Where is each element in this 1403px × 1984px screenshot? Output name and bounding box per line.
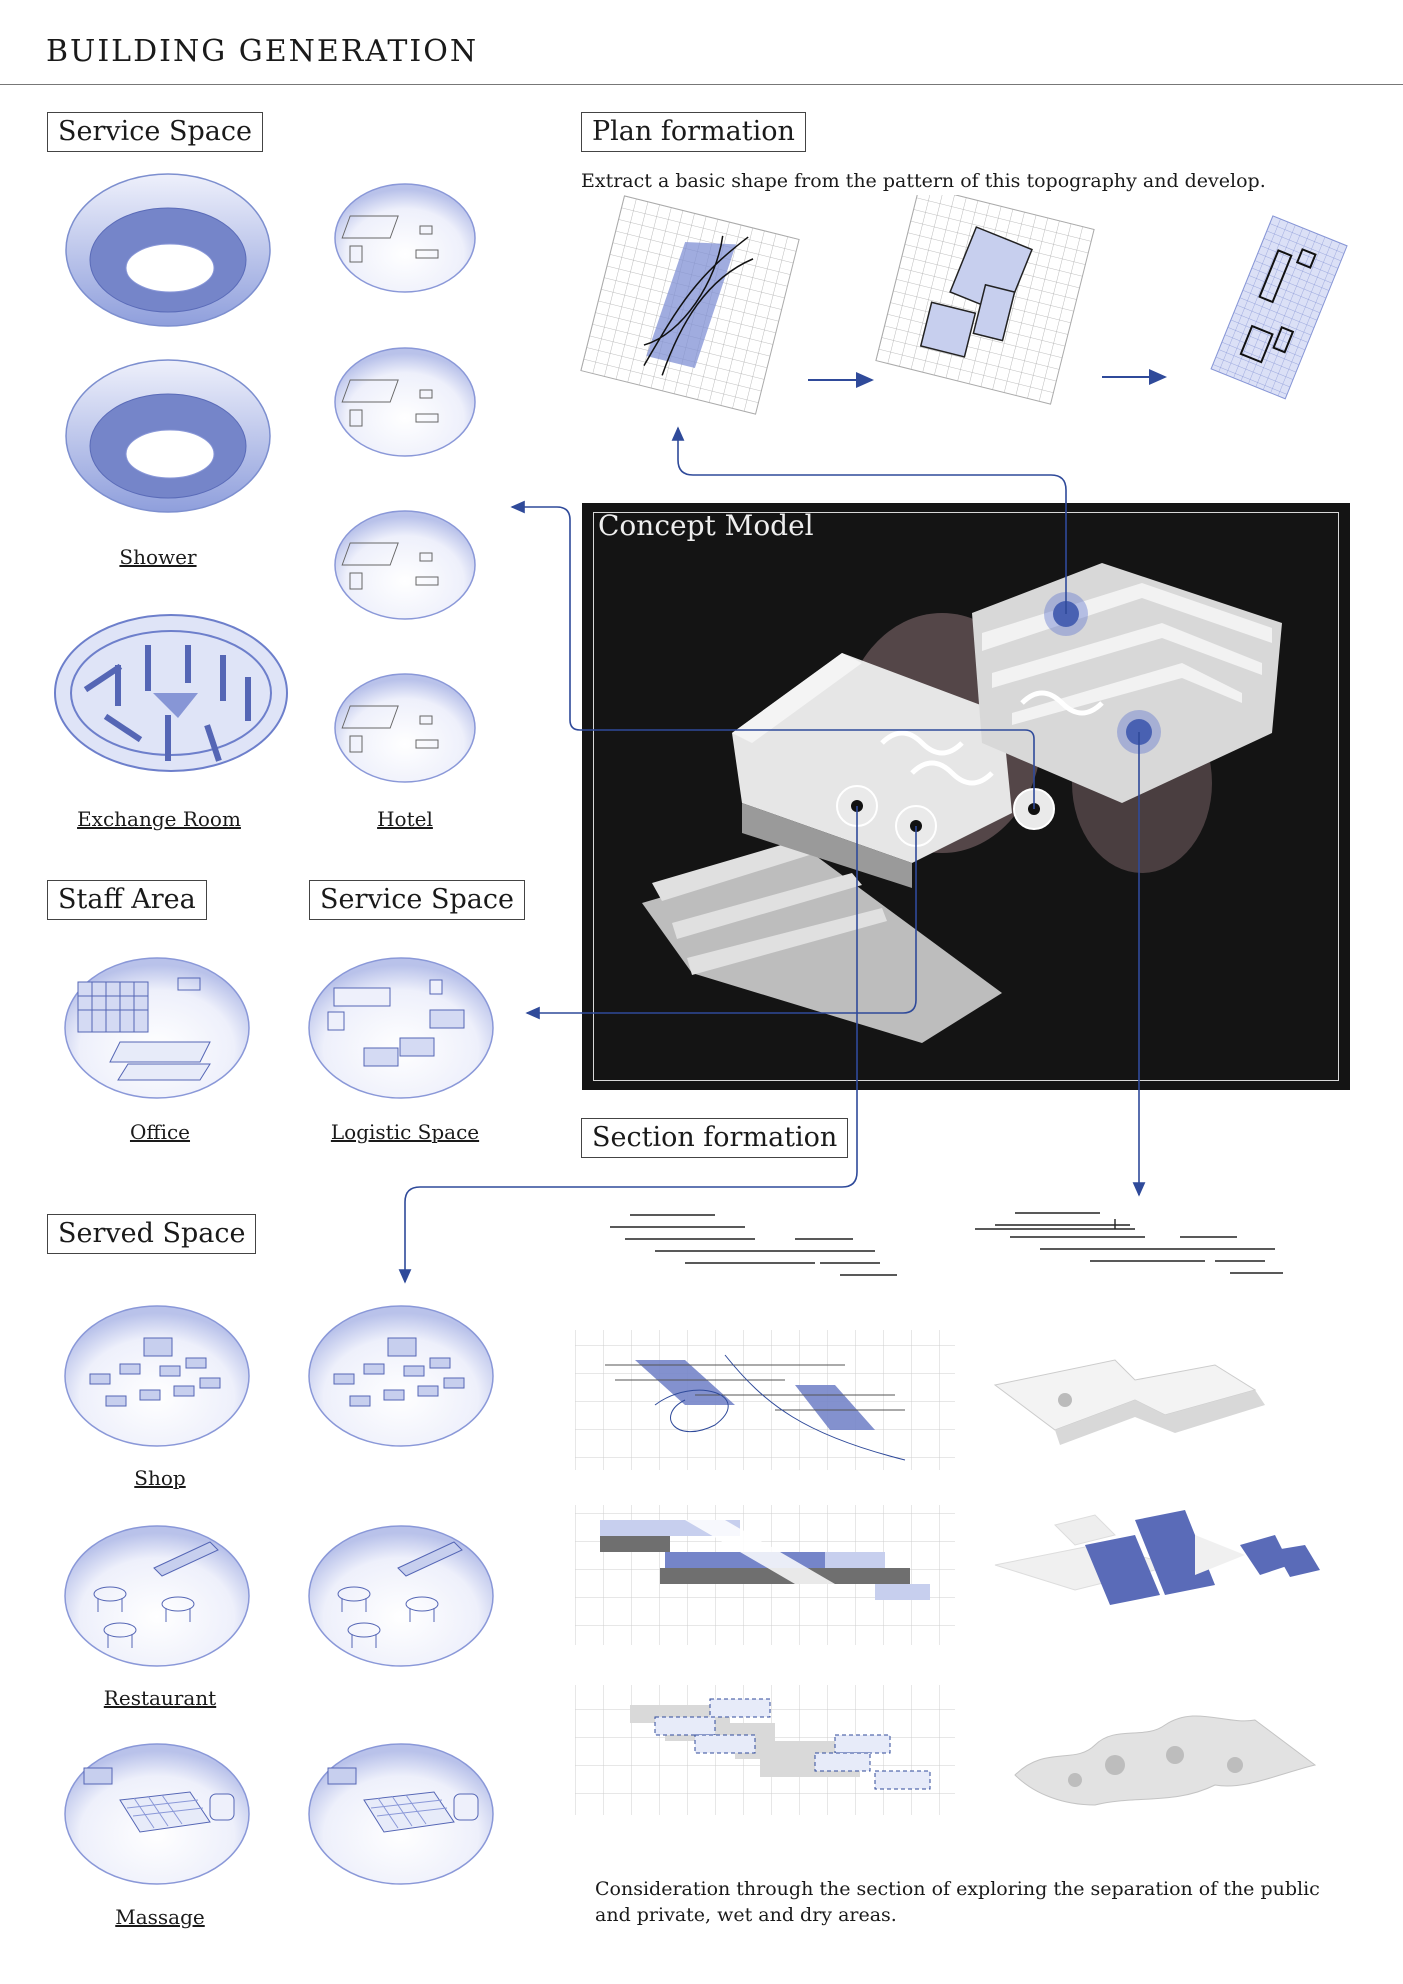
section-lines-left bbox=[610, 1214, 897, 1276]
section-render-3 bbox=[1014, 1715, 1317, 1806]
plan-formation-description: Extract a basic shape from the pattern o… bbox=[581, 170, 1266, 192]
shower-caption: Shower bbox=[119, 545, 197, 569]
shower-ring-illustration-2 bbox=[65, 359, 271, 513]
section-render-1 bbox=[993, 1359, 1265, 1445]
section-formation-diagrams bbox=[575, 1212, 1320, 1815]
logistic-space-caption: Logistic Space bbox=[330, 1120, 480, 1144]
shop-pod-illustration-1 bbox=[64, 1305, 250, 1447]
hotel-caption: Hotel bbox=[377, 807, 433, 831]
restaurant-pod-illustration-1 bbox=[64, 1525, 250, 1667]
node-served bbox=[851, 800, 863, 812]
shop-pod-illustration-2 bbox=[308, 1305, 494, 1447]
exchange-room-illustration bbox=[54, 614, 288, 772]
section-formation-label: Section formation bbox=[581, 1118, 849, 1158]
massage-caption: Massage bbox=[115, 1905, 205, 1929]
service-space-label-mid: Service Space bbox=[309, 880, 525, 920]
plan-formation-label: Plan formation bbox=[581, 112, 806, 152]
node-hotel bbox=[1028, 803, 1040, 815]
office-caption: Office bbox=[129, 1120, 191, 1144]
concept-model-photo: Concept Model bbox=[582, 503, 1350, 1090]
section-render-2 bbox=[994, 1510, 1320, 1605]
hotel-pod-illustration-4 bbox=[334, 673, 476, 783]
massage-pod-illustration-1 bbox=[64, 1743, 250, 1885]
plan-step-1 bbox=[580, 195, 800, 415]
shop-caption: Shop bbox=[134, 1466, 186, 1490]
section-lines-right bbox=[975, 1212, 1283, 1274]
title-divider bbox=[0, 84, 1403, 85]
concept-model-render bbox=[642, 563, 1282, 1043]
node-service bbox=[910, 820, 922, 832]
served-space-label: Served Space bbox=[47, 1214, 257, 1254]
hotel-pod-illustration-2 bbox=[334, 347, 476, 457]
hotel-pod-illustration-3 bbox=[334, 510, 476, 620]
section-formation-description-1: Consideration through the section of exp… bbox=[595, 1878, 1320, 1900]
service-space-label-top: Service Space bbox=[47, 112, 263, 152]
shower-ring-illustration-1 bbox=[65, 173, 271, 327]
section-grid-2 bbox=[575, 1505, 955, 1645]
staff-area-label: Staff Area bbox=[47, 880, 207, 920]
section-formation-description-2: and private, wet and dry areas. bbox=[595, 1904, 897, 1926]
massage-pod-illustration-2 bbox=[308, 1743, 494, 1885]
restaurant-pod-illustration-2 bbox=[308, 1525, 494, 1667]
logistic-space-pod-illustration bbox=[308, 957, 494, 1099]
page-title: BUILDING GENERATION bbox=[46, 34, 479, 69]
office-pod-illustration bbox=[64, 957, 250, 1099]
plan-step-3 bbox=[1210, 215, 1348, 400]
section-grid-1 bbox=[575, 1330, 955, 1470]
restaurant-caption: Restaurant bbox=[103, 1686, 217, 1710]
hotel-pod-illustration-1 bbox=[334, 183, 476, 293]
section-grid-3 bbox=[575, 1685, 955, 1815]
plan-step-2 bbox=[875, 195, 1095, 405]
plan-formation-diagram bbox=[580, 195, 1348, 415]
exchange-room-caption: Exchange Room bbox=[77, 807, 241, 831]
